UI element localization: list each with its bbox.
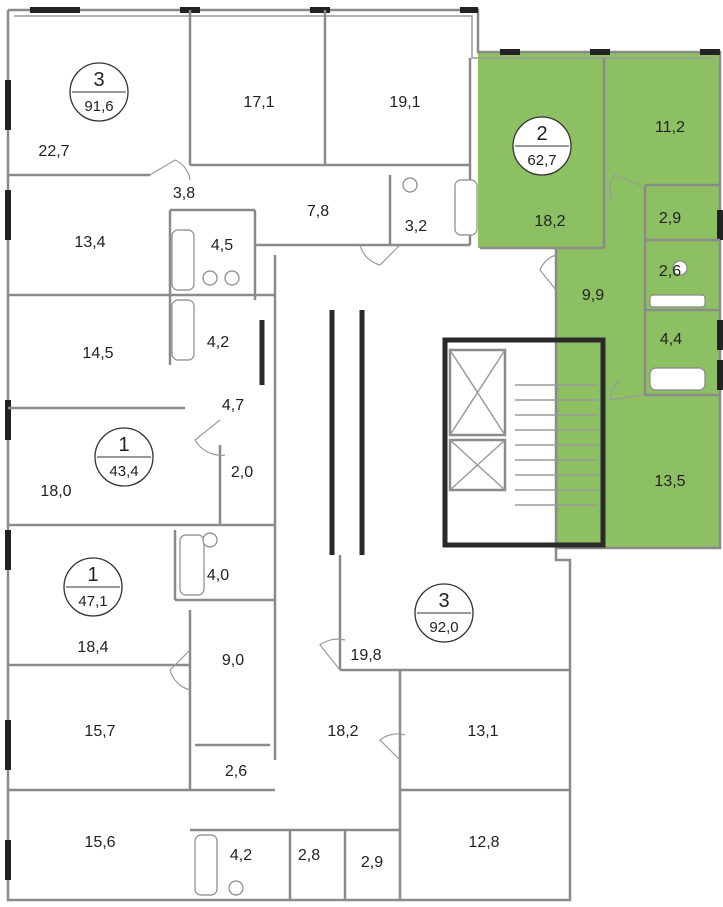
apartment-rooms: 2 [536,123,547,145]
apartment-badge-selected[interactable]: 2 62,7 [512,116,572,176]
room-area-label: 19,8 [350,647,381,664]
room-labels: 22,7 17,1 19,1 3,8 7,8 3,2 13,4 4,5 14,5… [38,94,685,871]
room-area-label: 13,1 [467,723,498,740]
room-area-label: 18,2 [534,213,565,230]
room-area-label: 12,8 [468,834,499,851]
room-area-label: 7,8 [307,203,329,220]
doors [149,159,646,761]
room-area-label: 4,7 [222,397,244,414]
room-area-label: 11,2 [655,119,685,136]
building-core [259,310,606,555]
apartment-badges: 3 91,6 2 62,7 1 43,4 1 47,1 3 92,0 [63,62,572,643]
room-area-label: 3,8 [173,185,195,202]
apartment-area: 91,6 [84,98,113,115]
room-area-label: 4,0 [207,567,229,584]
room-area-label: 14,5 [82,345,113,362]
apartment-area: 43,4 [109,463,138,480]
room-area-label: 2,6 [225,763,247,780]
apartment-badge[interactable]: 3 92,0 [414,583,474,643]
apartment-area: 47,1 [78,593,107,610]
room-area-label: 13,5 [654,473,685,490]
room-area-label: 4,2 [230,847,252,864]
room-area-label: 22,7 [38,143,69,160]
room-area-label: 18,2 [327,723,358,740]
apartment-area: 92,0 [429,619,458,636]
apartment-rooms: 1 [118,434,129,456]
room-area-label: 2,9 [361,854,383,871]
apartment-rooms: 3 [438,590,449,612]
room-area-label: 18,4 [77,639,108,656]
apartment-area: 62,7 [527,152,556,169]
bathroom-fixtures [171,177,706,896]
room-area-label: 3,2 [405,218,427,235]
apartment-badge[interactable]: 3 91,6 [69,62,129,122]
room-area-label: 4,4 [660,331,682,348]
room-area-label: 15,7 [84,723,115,740]
apartment-rooms: 1 [87,564,98,586]
room-area-label: 2,9 [659,210,681,227]
room-area-label: 2,0 [231,464,253,481]
apartment-badge[interactable]: 1 47,1 [63,557,123,617]
room-area-label: 9,9 [582,287,604,304]
room-area-label: 4,5 [211,237,233,254]
room-area-label: 17,1 [243,94,274,111]
stair-treads [515,384,598,506]
room-area-label: 15,6 [84,834,115,851]
room-area-label: 2,6 [659,263,681,280]
room-area-label: 19,1 [389,94,420,111]
room-area-label: 9,0 [222,652,244,669]
apartment-rooms: 3 [93,69,104,91]
windows [5,7,723,880]
apartment-badge[interactable]: 1 43,4 [94,427,154,487]
room-area-label: 4,2 [207,334,229,351]
room-area-label: 2,8 [298,847,320,864]
room-area-label: 13,4 [74,234,105,251]
room-area-label: 18,0 [40,483,71,500]
